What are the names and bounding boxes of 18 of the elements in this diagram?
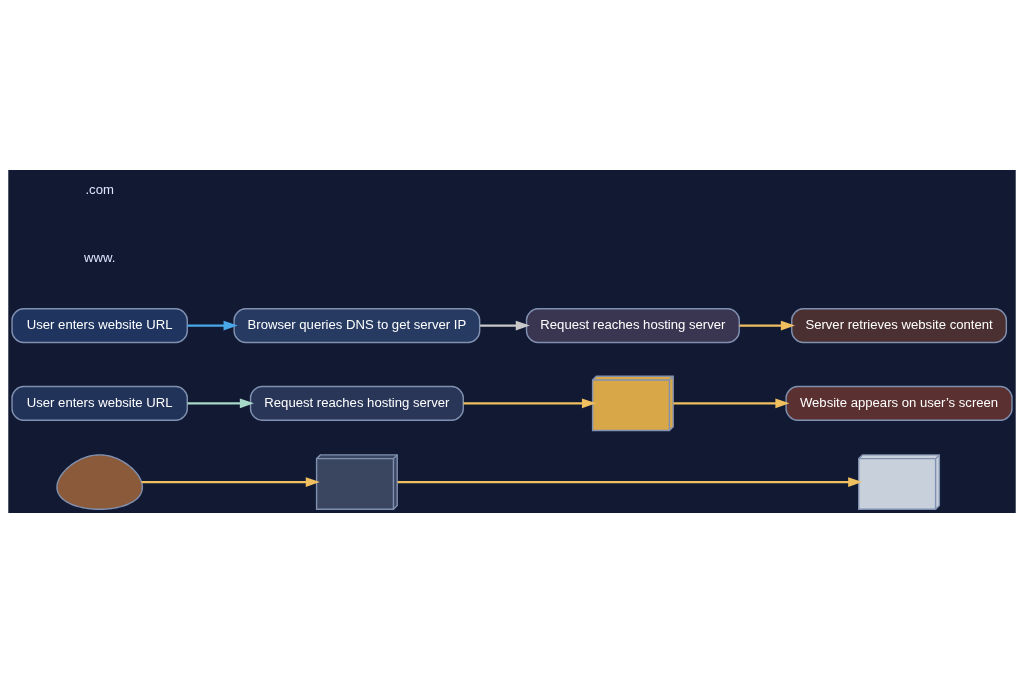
label: .com [85, 182, 114, 198]
node-box: Request reaches hosting server [249, 385, 464, 421]
node-box: Website appears on user’s screen [785, 385, 1013, 421]
node-box: Server retrieves website content [791, 308, 1008, 344]
arrow [673, 398, 790, 409]
label: www. [83, 249, 116, 265]
arrow [480, 320, 530, 331]
arrow [397, 477, 863, 487]
node-box: User enters website URL [11, 385, 188, 421]
node-box: Browser queries DNS to get server IP [233, 308, 481, 344]
arrow [141, 477, 320, 487]
arrow [463, 398, 596, 409]
arrow [739, 320, 795, 331]
node-box: User enters website URL [11, 308, 188, 344]
node-person [56, 454, 144, 510]
arrow [187, 398, 254, 409]
arrow [187, 320, 238, 331]
node-box: Request reaches hosting server [525, 308, 740, 344]
